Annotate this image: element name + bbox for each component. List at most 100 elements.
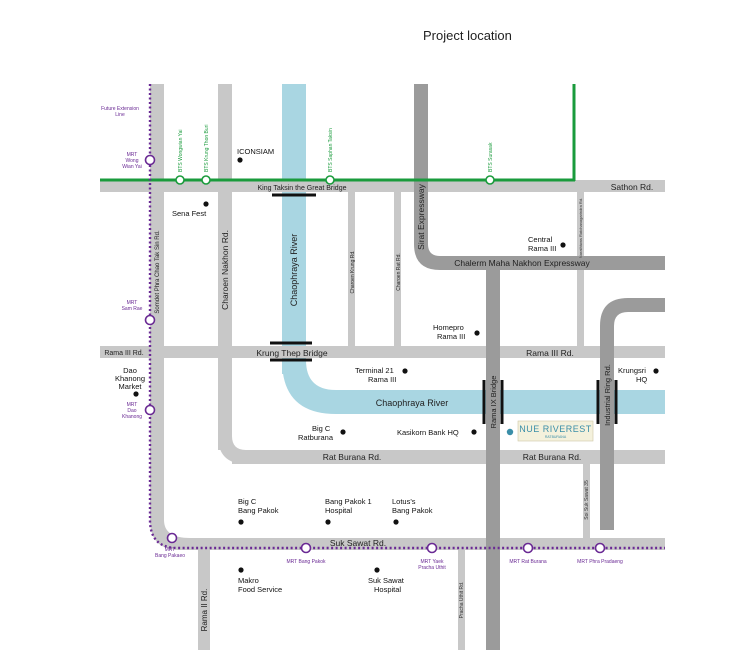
poi-label-lotuss-1: Lotus's bbox=[392, 497, 416, 506]
industrial-ring-road bbox=[600, 298, 665, 530]
mrt-label-wongwian-yai-2: Wong bbox=[126, 158, 139, 164]
mrt-future-label-line2: Line bbox=[115, 112, 125, 118]
poi-dot-makro bbox=[238, 567, 244, 573]
label-river-horizontal: Chaophraya River bbox=[376, 398, 449, 408]
poi-dot-iconsiam bbox=[237, 157, 243, 163]
label-industrial-ring-road: Industrial Ring Rd. bbox=[603, 364, 612, 426]
rama9-expressway bbox=[486, 270, 500, 650]
mrt-station-dao-khanong bbox=[144, 404, 156, 416]
poi-label-lotuss-2: Bang Pakok bbox=[392, 506, 433, 515]
bts-station-saphan-taksin bbox=[325, 175, 335, 185]
bts-label-krung-thon-buri: BTS Krung Thon Buri bbox=[204, 125, 210, 172]
mrt-label-sam-rae-1: MRT bbox=[127, 300, 138, 306]
bts-line: BTS Wongwian Yai BTS Krung Thon Buri BTS… bbox=[100, 84, 576, 185]
sathon-road bbox=[100, 180, 665, 192]
poi-label-makro-1: Makro bbox=[238, 576, 259, 585]
poi-dot-terminal21 bbox=[402, 368, 408, 374]
label-krung-thep-bridge: Krung Thep Bridge bbox=[256, 348, 327, 358]
poi-dot-lotuss bbox=[393, 519, 399, 525]
label-suk-sawat-road: Suk Sawat Rd. bbox=[330, 538, 386, 548]
points-of-interest: ICONSIAM Sena Fest Central Rama III Home… bbox=[115, 147, 659, 594]
river-vertical bbox=[282, 84, 306, 374]
map-title: Project location bbox=[423, 28, 512, 43]
poi-label-bangpakok-hospital-2: Hospital bbox=[325, 506, 352, 515]
poi-label-central-2: Rama III bbox=[528, 244, 556, 253]
mrt-future-label-line1: Future Extension bbox=[101, 106, 139, 112]
poi-label-bigc-ratburana-2: Ratburana bbox=[298, 433, 334, 442]
label-river-vertical: Chaophraya River bbox=[289, 234, 299, 307]
label-chalerm-expressway: Chalerm Maha Nakhon Expressway bbox=[454, 258, 590, 268]
label-rama9-bridge: Rama IX Bridge bbox=[489, 376, 498, 429]
poi-dot-bigc-bangpakok bbox=[238, 519, 244, 525]
mrt-label-yaek-pracha-uthit-1: MRT Yaek bbox=[421, 559, 444, 565]
mrt-label-bang-pakaeo-1: MRT bbox=[165, 547, 176, 553]
project-logo-sub: RATBURANA bbox=[545, 435, 567, 439]
poi-label-krungsri-2: HQ bbox=[636, 375, 647, 384]
label-rama3-right: Rama III Rd. bbox=[526, 348, 574, 358]
project-marker: NUE RIVEREST RATBURANA bbox=[506, 420, 594, 442]
label-soi-suk-sawat-35: Soi Suk Sawat 35 bbox=[584, 480, 590, 520]
label-sathon-road: Sathon Rd. bbox=[611, 182, 654, 192]
poi-label-bigc-bangpakok-1: Big C bbox=[238, 497, 257, 506]
poi-dot-krungsri bbox=[653, 368, 659, 374]
mrt-labels: Future Extension Line MRT Wong Wian Yai … bbox=[101, 106, 623, 571]
poi-label-homepro-1: Homepro bbox=[433, 323, 464, 332]
bts-label-wongwian-yai: BTS Wongwian Yai bbox=[178, 129, 184, 172]
poi-label-kasikorn: Kasikorn Bank HQ bbox=[397, 428, 459, 437]
poi-label-bangpakok-hospital-1: Bang Pakok 1 bbox=[325, 497, 372, 506]
label-king-taksin-bridge: King Taksin the Great Bridge bbox=[258, 185, 347, 192]
project-logo-box bbox=[517, 420, 594, 442]
poi-label-central-1: Central bbox=[528, 235, 553, 244]
bts-label-surasak: BTS Surasak bbox=[488, 142, 494, 172]
bts-station-krung-thon-buri bbox=[201, 175, 211, 185]
soi-suk-sawat-road bbox=[583, 464, 590, 538]
label-charoen-rat-road: Charoen Rat Rd. bbox=[396, 253, 402, 291]
bridges bbox=[270, 193, 618, 424]
poi-dot-bigc-ratburana bbox=[340, 429, 346, 435]
charoen-nakhon-road bbox=[218, 84, 232, 450]
mrt-station-sam-rae bbox=[144, 314, 156, 326]
poi-label-suksawat-hospital-1: Suk Sawat bbox=[368, 576, 405, 585]
mrt-label-wongwian-yai-1: MRT bbox=[127, 152, 138, 158]
poi-label-dao-market-1: Dao bbox=[123, 366, 137, 375]
poi-label-bigc-bangpakok-2: Bang Pakok bbox=[238, 506, 279, 515]
label-sirat-expressway: Sirat Expressway bbox=[416, 183, 426, 249]
rama3-road bbox=[100, 346, 665, 358]
mrt-label-dao-khanong-2: Dao bbox=[127, 408, 136, 414]
project-dot bbox=[506, 428, 514, 436]
mrt-station-bang-pakaeo bbox=[166, 532, 178, 544]
rama2-road bbox=[198, 550, 210, 650]
label-rama3-left: Rama III Rd. bbox=[104, 350, 143, 357]
mrt-label-sam-rae-2: Sam Rae bbox=[122, 306, 143, 312]
charoen-krung-road bbox=[348, 192, 355, 346]
poi-label-terminal21-1: Terminal 21 bbox=[355, 366, 394, 375]
project-logo-name: NUE RIVEREST bbox=[519, 424, 592, 434]
label-charoen-krung-road: Charoen Krung Rd. bbox=[350, 250, 356, 293]
river bbox=[282, 84, 665, 414]
river-bend bbox=[282, 360, 665, 414]
mrt-label-bang-pakaeo-2: Bang Pakaeo bbox=[155, 553, 185, 559]
minor-roads bbox=[100, 84, 665, 650]
poi-dot-homepro bbox=[474, 330, 480, 336]
poi-label-homepro-2: Rama III bbox=[437, 332, 465, 341]
pracha-uthit-road bbox=[458, 550, 465, 650]
label-somdet-road: Somdet Phra Chao Tak Sin Rd. bbox=[155, 230, 161, 314]
mrt-line bbox=[144, 84, 665, 554]
poi-dot-sena-fest bbox=[203, 201, 209, 207]
label-rat-burana-left: Rat Burana Rd. bbox=[323, 452, 382, 462]
label-rat-burana-right: Rat Burana Rd. bbox=[523, 452, 582, 462]
mrt-station-rat-burana bbox=[522, 542, 534, 554]
charoen-rat-road bbox=[394, 192, 401, 346]
mrt-label-yaek-pracha-uthit-2: Pracha Uthit bbox=[418, 565, 446, 571]
poi-dot-suksawat-hospital bbox=[374, 567, 380, 573]
label-rama2-road: Rama II Rd. bbox=[200, 589, 209, 632]
mrt-station-wongwian-yai bbox=[144, 154, 156, 166]
mrt-station-yaek-pracha-uthit bbox=[426, 542, 438, 554]
poi-label-dao-market-2: Khanong bbox=[115, 374, 145, 383]
mrt-label-phra-pradaeng: MRT Phra Pradaeng bbox=[577, 559, 623, 565]
label-narathiwat-road: Narathiwas Ratchanagarindra Rd. bbox=[578, 198, 583, 258]
poi-dot-bangpakok-hospital bbox=[325, 519, 331, 525]
label-charoen-nakhon-road: Charoen Nakhon Rd. bbox=[220, 230, 230, 310]
poi-dot-dao-khanong-market bbox=[133, 391, 139, 397]
